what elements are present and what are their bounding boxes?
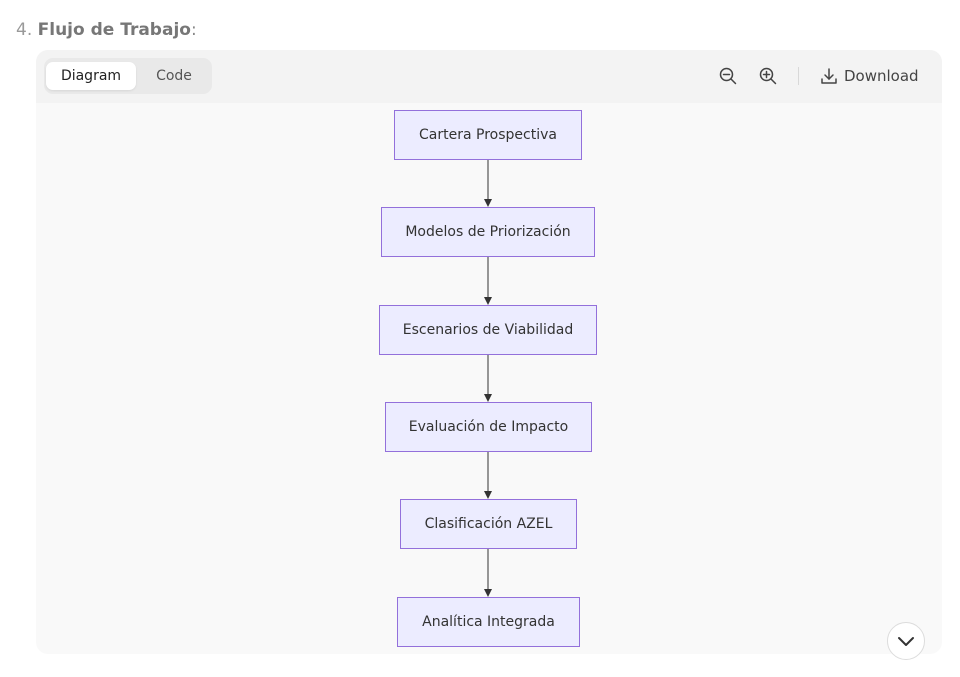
tab-diagram[interactable]: Diagram bbox=[46, 62, 136, 90]
flow-node: Evaluación de Impacto bbox=[385, 402, 592, 452]
scroll-down-button[interactable] bbox=[887, 622, 925, 660]
list-number: 4. bbox=[16, 20, 33, 40]
flow-node: Clasificación AZEL bbox=[400, 499, 577, 549]
flow-node: Cartera Prospectiva bbox=[394, 110, 582, 160]
toolbar-divider bbox=[798, 67, 799, 85]
section-title: Flujo de Trabajo bbox=[37, 20, 191, 40]
tab-code[interactable]: Code bbox=[156, 68, 192, 84]
diagram-toolbar: Diagram Code Download bbox=[36, 50, 942, 103]
section-heading: 4. Flujo de Trabajo: bbox=[16, 18, 197, 42]
zoom-in-icon[interactable] bbox=[758, 66, 778, 86]
download-button[interactable]: Download bbox=[820, 64, 919, 88]
diagram-panel: Diagram Code Download bbox=[36, 50, 942, 654]
flow-node: Modelos de Priorización bbox=[381, 207, 595, 257]
section-title-suffix: : bbox=[190, 20, 197, 40]
chevron-down-icon bbox=[898, 637, 914, 646]
diagram-edges bbox=[484, 160, 492, 597]
flow-node: Analítica Integrada bbox=[397, 597, 580, 647]
download-label: Download bbox=[844, 67, 919, 85]
flow-node: Escenarios de Viabilidad bbox=[379, 305, 597, 355]
view-toggle: Diagram Code bbox=[44, 58, 212, 94]
download-icon bbox=[821, 68, 837, 84]
zoom-out-icon[interactable] bbox=[718, 66, 738, 86]
